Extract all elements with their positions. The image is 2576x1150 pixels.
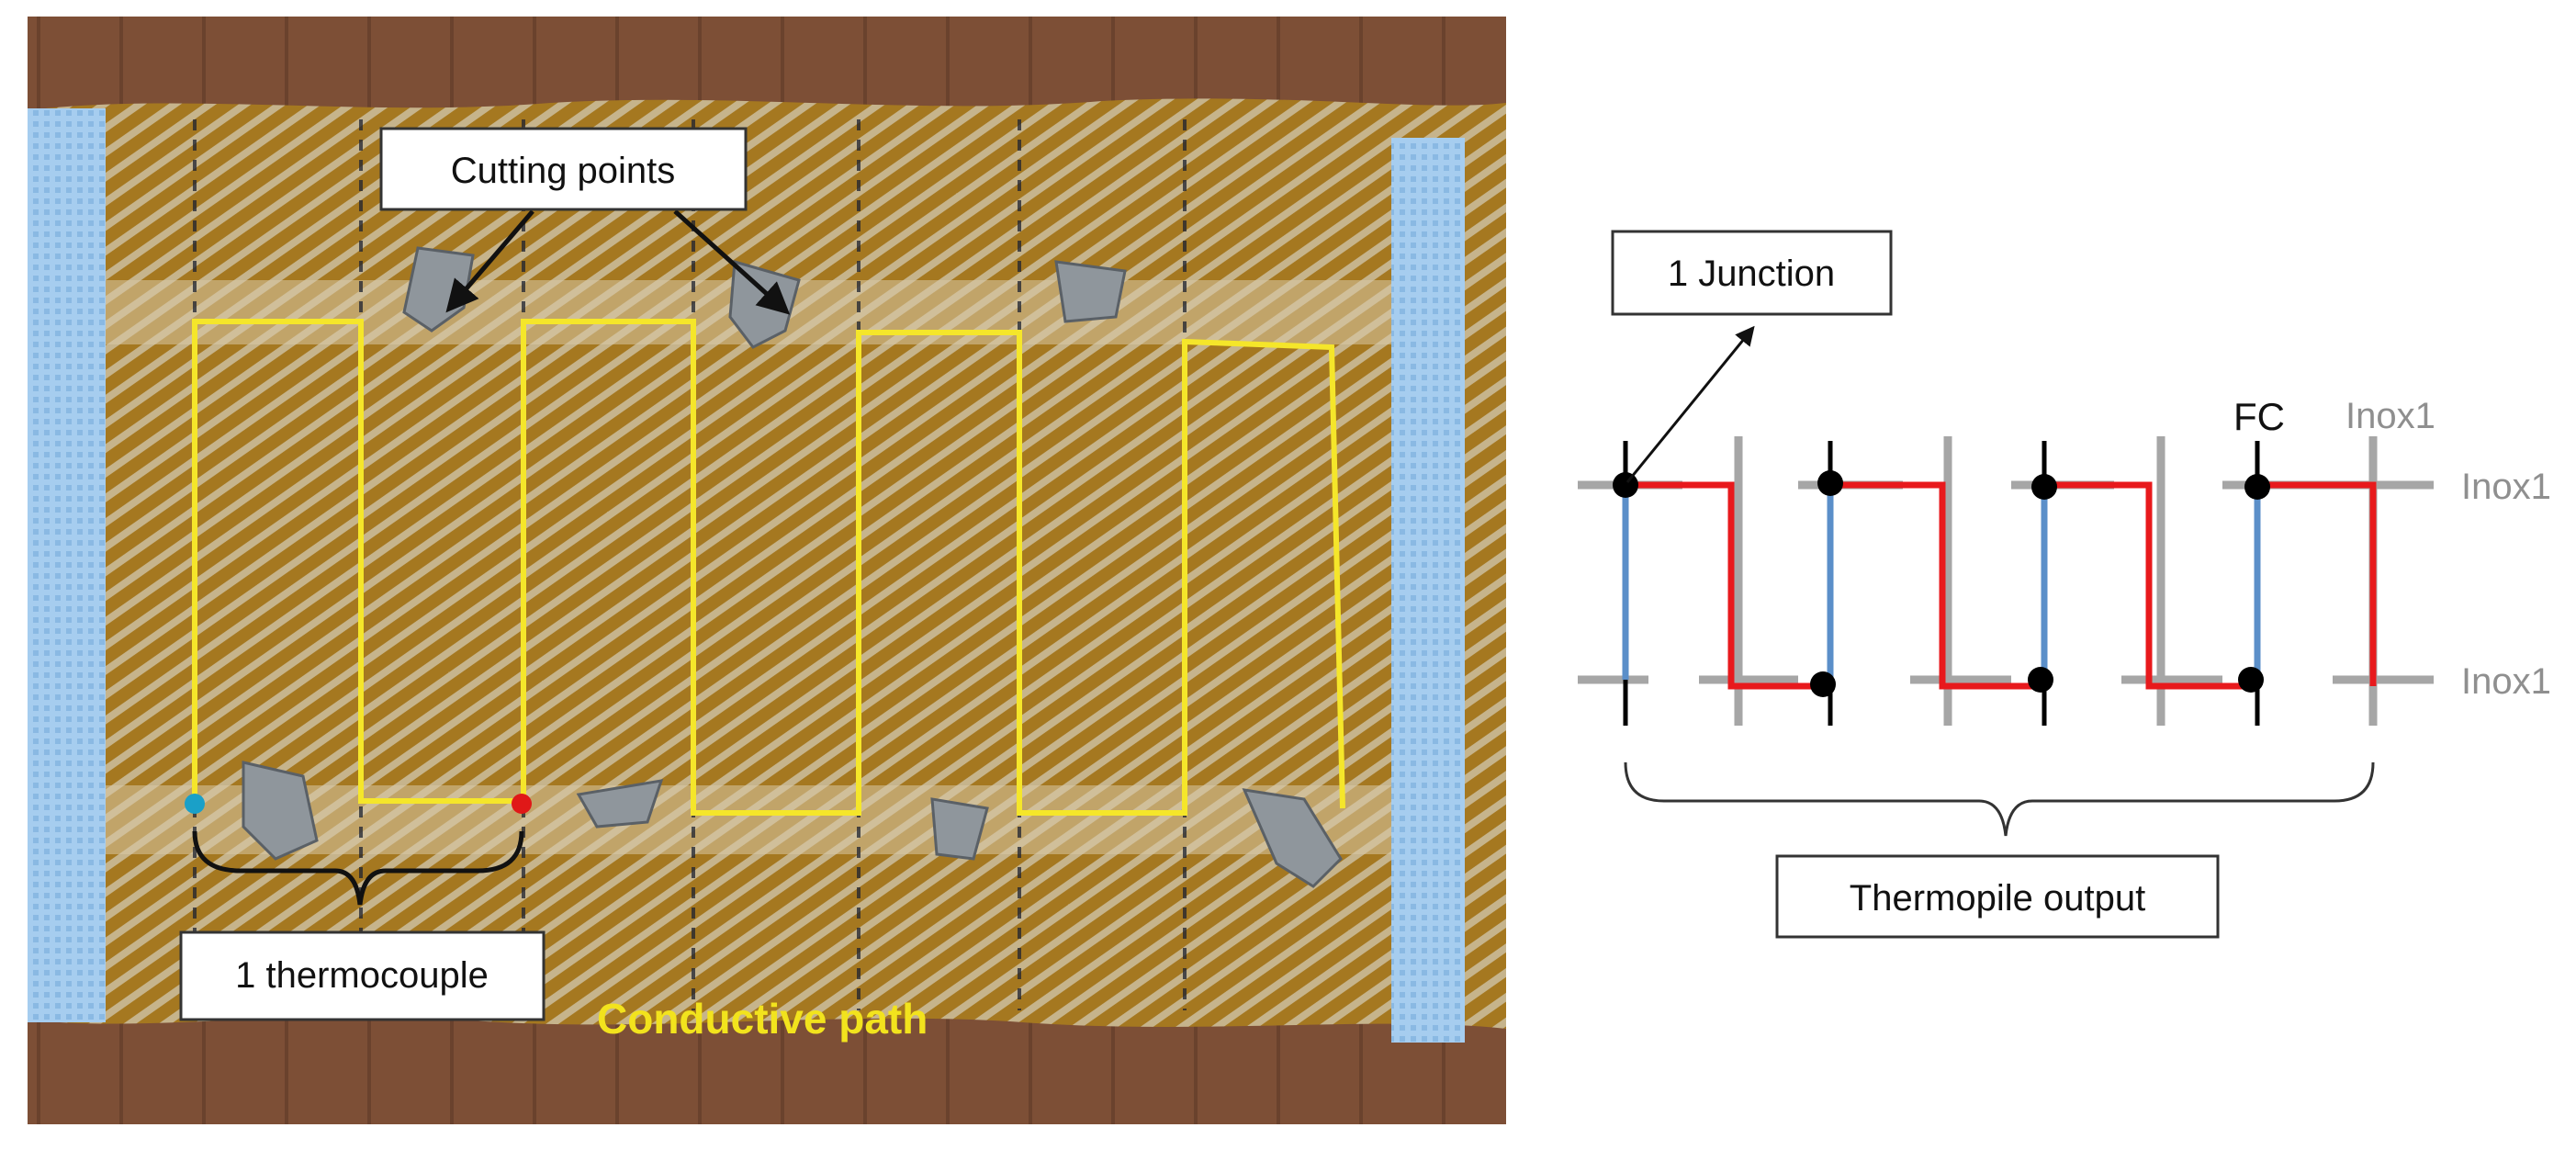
thermopile-box <box>1775 854 2220 939</box>
fabric-photo: Cutting points 1 thermocouple Conductive… <box>28 17 1506 1124</box>
cutting-points-label: Cutting points <box>451 151 676 191</box>
fc-label: FC <box>2233 395 2285 438</box>
fc-wires <box>1622 485 2261 680</box>
woven-fabric <box>28 98 1506 1030</box>
inox1-bottom-label: Inox1 <box>2461 661 2551 702</box>
thermocouple-start-dot <box>185 794 205 814</box>
thermocouple-end-dot <box>512 794 532 814</box>
weft-band-bottom <box>106 785 1391 854</box>
inox1-top-label: Inox1 <box>2461 467 2551 507</box>
thermopile-brace <box>1624 761 2375 837</box>
conductive-path-line <box>192 319 1345 816</box>
thermocouple-box <box>179 930 546 1021</box>
junction-arrow <box>1625 325 1755 483</box>
selvedge-right <box>1391 138 1465 1043</box>
thermocouple-label: 1 thermocouple <box>235 955 489 996</box>
thermocouple-brace <box>192 830 524 906</box>
junction-label: 1 Junction <box>1668 254 1835 294</box>
conductive-path-label: Conductive path <box>597 995 928 1043</box>
thermopile-output-label: Thermopile output <box>1850 878 2145 919</box>
cutting-arrow-left <box>445 209 534 313</box>
inox1-header-label: Inox1 <box>2345 396 2435 436</box>
thermopile-schematic: 1 Junction FC Inox1 Inox1 Inox1 Thermopi… <box>1578 230 2551 939</box>
inox-wires <box>1625 481 2377 690</box>
junction-box <box>1611 230 1893 316</box>
cutting-points-box <box>379 127 748 211</box>
cutting-arrow-right <box>673 209 791 315</box>
selvedge-left <box>28 108 106 1022</box>
